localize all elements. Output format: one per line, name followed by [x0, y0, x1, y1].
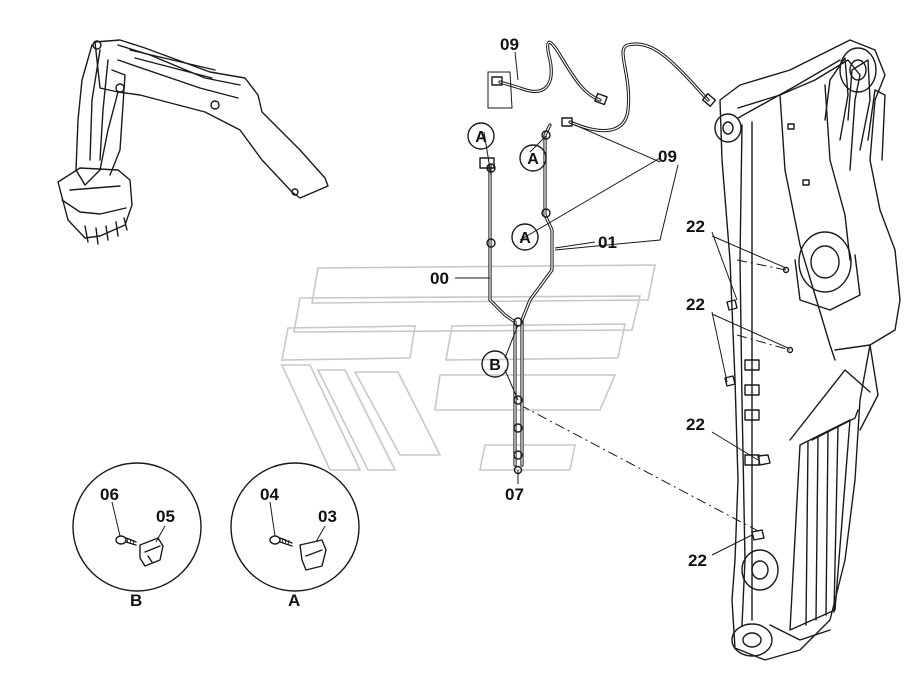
- label-hose-09-top: 09: [500, 35, 519, 54]
- label-clamp-22-1: 22: [686, 217, 705, 236]
- label-clamp-03: 03: [318, 507, 337, 526]
- detail-b-title: B: [130, 591, 142, 610]
- label-bolt-04: 04: [260, 485, 279, 504]
- svg-text:A: A: [527, 151, 539, 168]
- svg-text:A: A: [475, 129, 487, 146]
- hose-assemblies: [487, 40, 717, 133]
- svg-text:B: B: [489, 357, 501, 374]
- label-fitting-07: 07: [505, 485, 524, 504]
- bolt-icon: [269, 535, 293, 547]
- label-pipe-01: 01: [598, 233, 617, 252]
- label-pipe-00: 00: [430, 269, 449, 288]
- label-clamp-22-2: 22: [686, 295, 705, 314]
- excavator-arm-illustration: [57, 39, 329, 245]
- bolt-icon: [115, 535, 137, 546]
- callout-a-1: A: [467, 122, 495, 150]
- label-clamp-05: 05: [156, 507, 175, 526]
- callout-a-2: A: [519, 144, 547, 172]
- detail-a-title: A: [288, 591, 300, 610]
- label-hose-09-right: 09: [658, 147, 677, 166]
- clamp-icon: [299, 539, 327, 571]
- main-arm-drawing: [714, 39, 901, 661]
- detail-b: 06 05 B: [72, 462, 202, 610]
- callout-b-1: B: [481, 350, 509, 378]
- detail-a: 04 03 A: [230, 462, 360, 610]
- pipe-assemblies: [479, 123, 554, 475]
- label-bolt-06: 06: [100, 485, 119, 504]
- projection-lines: [519, 259, 791, 533]
- callout-a-3: A: [511, 223, 539, 251]
- leader-lines: [455, 51, 789, 556]
- label-clamp-22-3: 22: [686, 415, 705, 434]
- label-clamp-22-4: 22: [688, 551, 707, 570]
- clamp-icon: [139, 537, 164, 567]
- watermark-logo: [280, 264, 656, 471]
- svg-text:A: A: [519, 230, 531, 247]
